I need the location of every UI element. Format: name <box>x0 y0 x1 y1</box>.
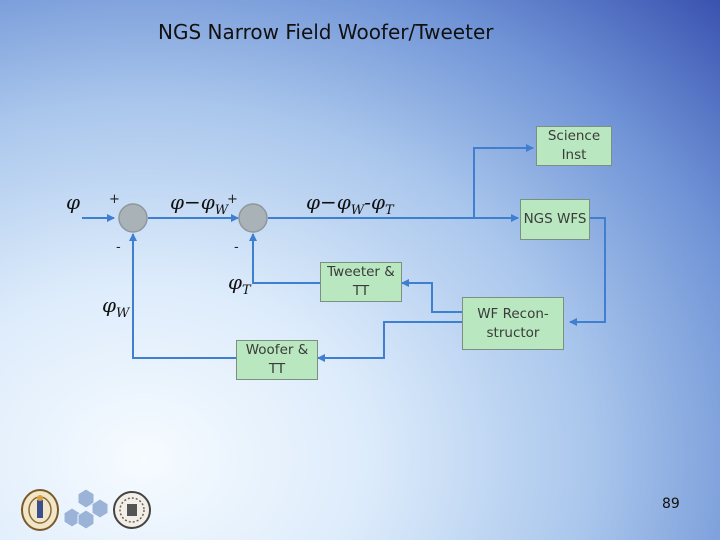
segmented-mirror-logo <box>63 488 109 530</box>
slide-title: NGS Narrow Field Woofer/Tweeter <box>158 20 494 44</box>
junction1-plus-sign: + <box>109 192 120 207</box>
wf-reconstructor-box: WF Recon- structor <box>462 297 564 350</box>
woofer-box: Woofer & TT <box>236 340 318 380</box>
page-number: 89 <box>662 496 680 512</box>
wire-woofer-to-junction1 <box>129 233 236 359</box>
phi-t-label: φT <box>228 270 251 298</box>
wire-wfs-to-reconstructor <box>569 217 606 326</box>
phi-minus-phiw-phit-label: φ−φW-φT <box>306 190 394 218</box>
phi-minus-phiw-label: φ−φW <box>170 190 229 218</box>
phi-input-label: φ <box>66 190 81 214</box>
junction2-minus-sign: - <box>234 240 239 255</box>
wire-tweeter-to-junction2 <box>249 233 320 284</box>
wire-to-science-inst <box>473 144 534 218</box>
junction1-minus-sign: - <box>116 240 121 255</box>
junction2-plus-sign: + <box>227 192 238 207</box>
tweeter-box: Tweeter & TT <box>320 262 402 302</box>
summing-junction-2 <box>238 203 268 233</box>
observatory-seal-logo <box>113 491 151 529</box>
university-seal-logo <box>21 489 59 531</box>
science-inst-box: Science Inst <box>536 126 612 166</box>
ngs-wfs-box: NGS WFS <box>520 199 590 240</box>
phi-w-label: φW <box>102 293 130 321</box>
wire-reconstructor-to-tweeter <box>401 279 462 313</box>
wire-reconstructor-to-woofer <box>317 321 462 362</box>
summing-junction-1 <box>118 203 148 233</box>
